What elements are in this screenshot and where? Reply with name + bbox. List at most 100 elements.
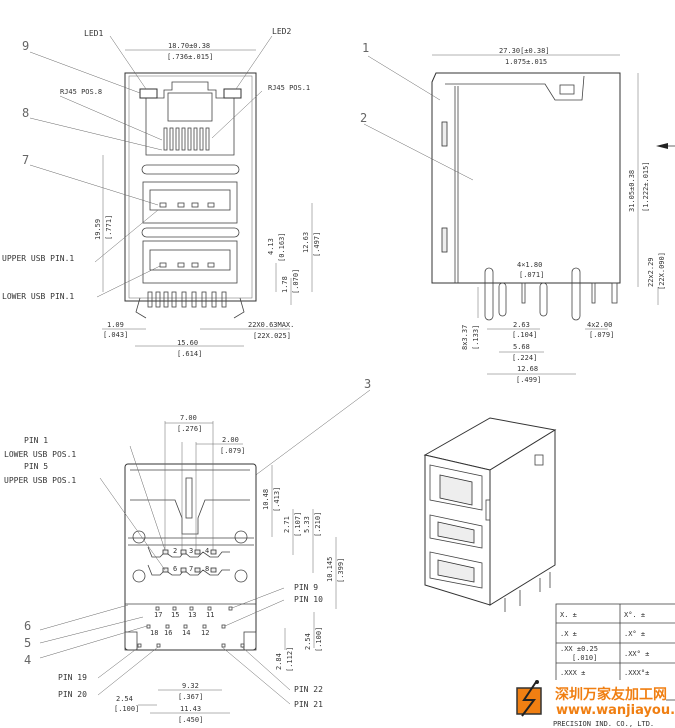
dim-9-32-in: [.367]: [178, 693, 203, 701]
pin-number: 16: [164, 629, 172, 637]
dim-2-63: 2.63: [513, 321, 530, 329]
dim-27-30-in: 1.075±.015: [505, 58, 547, 66]
dim-15-60-in: [.614]: [177, 350, 202, 358]
table-cell: [.010]: [572, 654, 597, 662]
pin-number: 3: [189, 547, 193, 555]
dim-11-43-in: [.450]: [178, 716, 203, 724]
pin-number: 2: [173, 547, 177, 555]
callout-pin19: PIN 19: [58, 673, 87, 682]
table-cell: .XXX ±: [560, 669, 585, 677]
watermark-name: 深圳万家友加工网: [555, 686, 667, 703]
dim-width-in: [.736±.015]: [167, 53, 213, 61]
tolerance-table: X. ± X°. ± .X ± .X° ± .XX ±0.25 [.010] .…: [555, 603, 675, 701]
watermark-url: www.wanjiayou.com: [556, 703, 675, 718]
dim-2-00-in: [.079]: [220, 447, 245, 455]
pin-number: 4: [205, 547, 209, 555]
callout-upper-usb-pos1: UPPER USB POS.1: [4, 476, 76, 485]
table-cell: .XXX°±: [624, 669, 649, 677]
callout-2: 2: [360, 111, 367, 125]
pin-number: 12: [201, 629, 209, 637]
pin-number: 17: [154, 611, 162, 619]
dim-19-59: 19.59: [94, 219, 102, 240]
table-cell: .XX° ±: [624, 650, 649, 658]
isometric-view: [423, 417, 557, 612]
front-housing: [124, 72, 257, 302]
callout-pin5: PIN 5: [24, 462, 48, 471]
dim-2-84-in: [.112]: [286, 647, 294, 672]
dim-10-48-in: [.413]: [273, 487, 281, 512]
pin-number: 13: [188, 611, 196, 619]
dim-1-09-in: [.043]: [103, 331, 128, 339]
callout-8: 8: [22, 106, 29, 120]
dim-2-54-h: 2.54: [116, 695, 133, 703]
dim-12-68-in: [.499]: [516, 376, 541, 384]
dim-22x2-29-in: [22X.090]: [658, 252, 666, 290]
rj45-contacts: [163, 127, 210, 151]
dim-1-78-in: [.070]: [292, 269, 300, 294]
callout-pin10: PIN 10: [294, 595, 323, 604]
side-view: 1 2 3 27.30[±0.38] 1.075±.015 31.05±0.38…: [244, 41, 675, 484]
dim-2-54-v: 2.54: [304, 633, 312, 650]
callout-pin1: PIN 1: [24, 436, 48, 445]
dim-5-33: 5.33: [303, 516, 311, 533]
callout-lower-usb-pin1: LOWER USB PIN.1: [2, 292, 74, 301]
dim-4x2-00: 4x2.00: [587, 321, 612, 329]
dim-1-09: 1.09: [107, 321, 124, 329]
callout-pin20: PIN 20: [58, 690, 87, 699]
bottom-view: 2 3 4 6 7 8 17 15 13 11 18 16 14 12: [4, 414, 345, 724]
dim-10-145: 10.145: [326, 557, 334, 582]
dim-8x3-37-in: [.133]: [472, 325, 480, 350]
led1: [139, 88, 158, 99]
dim-5-33-in: [.210]: [314, 512, 322, 537]
callout-rj45-pos8: RJ45 POS.8: [60, 88, 102, 96]
dim-27-30: 27.30[±0.38]: [499, 47, 550, 55]
pin-number: 14: [182, 629, 190, 637]
dim-2-84: 2.84: [275, 653, 283, 670]
callout-4: 4: [24, 653, 31, 667]
rj45-port: [145, 81, 235, 156]
dim-2-54-v-in: [.100]: [315, 627, 323, 652]
pin-number: 8: [205, 565, 209, 573]
callout-upper-usb-pin1: UPPER USB PIN.1: [2, 254, 74, 263]
dim-7-00-in: [.276]: [177, 425, 202, 433]
dim-4x1-80-in: [.071]: [519, 271, 544, 279]
watermark-logo: 深圳万家友加工网 www.wanjiayou.com: [510, 680, 675, 718]
callout-pin9: PIN 9: [294, 583, 318, 592]
dim-8x3-37: 8x3.37: [461, 325, 469, 350]
dim-2-00: 2.00: [222, 436, 239, 444]
dim-pin-width: 22X0.63MAX.: [248, 321, 294, 329]
dim-22x2-29: 22x2.29: [647, 257, 655, 287]
dim-4-13: 4.13: [267, 238, 275, 255]
dim-5-68: 5.68: [513, 343, 530, 351]
lower-usb-port: [142, 240, 238, 284]
dim-pin-width-in: [22X.025]: [253, 332, 291, 340]
dim-7-00: 7.00: [180, 414, 197, 422]
callout-1: 1: [362, 41, 369, 55]
callout-led2: LED2: [272, 27, 291, 36]
dim-width: 18.70±0.38: [168, 42, 210, 50]
table-cell: .XX ±0.25: [560, 645, 598, 653]
front-pins: [135, 291, 245, 319]
direction-arrow-icon: [656, 143, 668, 149]
company-name: PRECISION IND. CO., LTD.: [553, 720, 654, 728]
pin-number: 6: [173, 565, 177, 573]
dim-2-71-in: [.107]: [294, 512, 302, 537]
dim-19-59-in: [.771]: [105, 215, 113, 240]
side-pins: [484, 267, 618, 321]
dim-4x1-80: 4×1.80: [517, 261, 542, 269]
dim-11-43: 11.43: [180, 705, 201, 713]
dim-10-145-in: [.399]: [337, 558, 345, 583]
dim-15-60: 15.60: [177, 339, 198, 347]
callout-led1: LED1: [84, 29, 103, 38]
upper-usb-port: [142, 181, 238, 224]
callout-6: 6: [24, 619, 31, 633]
dim-31-05: 31.05±0.38: [628, 170, 636, 212]
table-cell: .X° ±: [624, 630, 645, 638]
front-view: LED1 LED2 9 8 7 RJ45 POS.8 RJ45 POS.1 UP…: [2, 27, 321, 358]
callout-3: 3: [364, 377, 371, 391]
callout-9: 9: [22, 39, 29, 53]
table-cell: .X ±: [560, 630, 577, 638]
dim-4-13-in: [0.163]: [278, 232, 286, 262]
